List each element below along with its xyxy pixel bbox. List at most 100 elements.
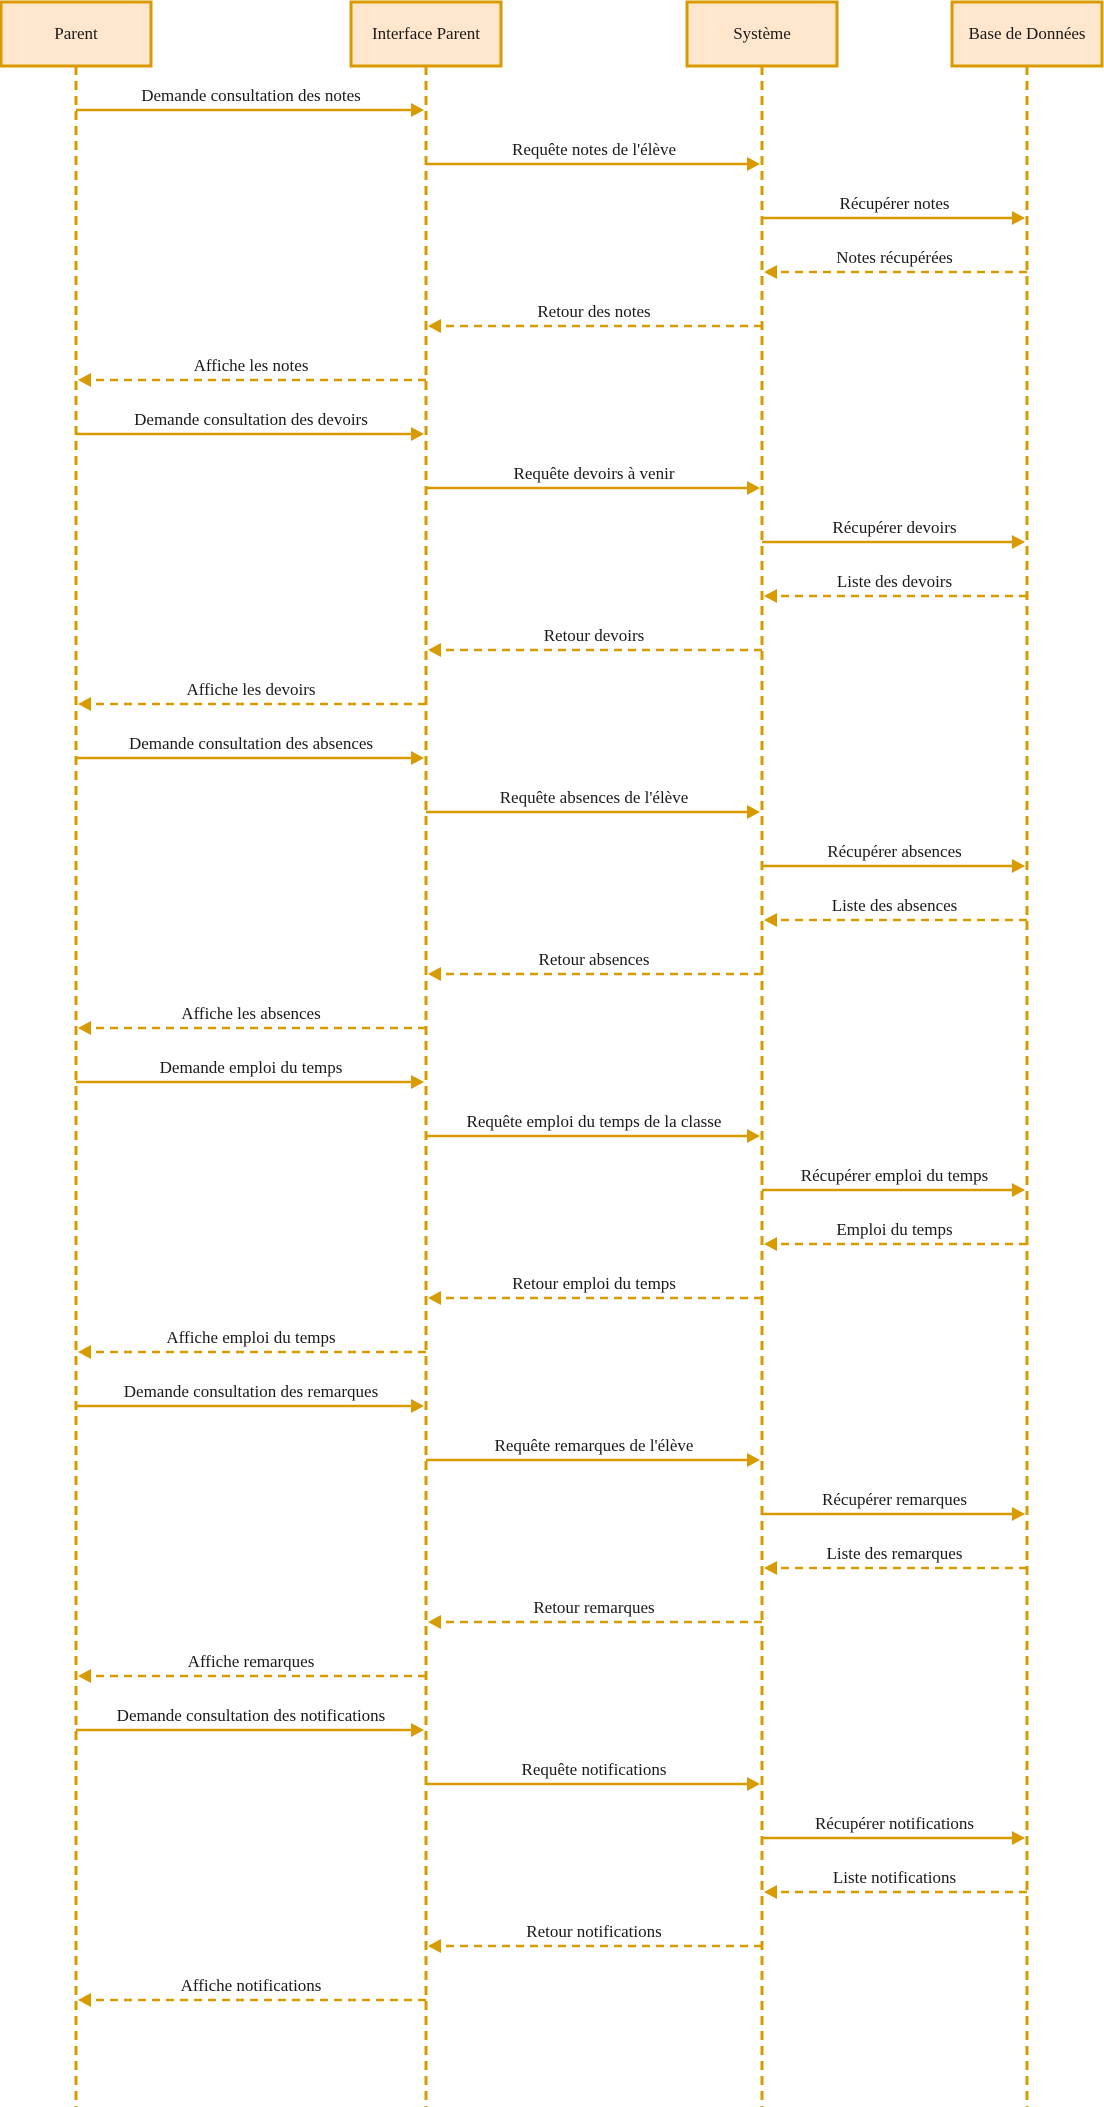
participant-bdd-label: Base de Données [968,24,1085,43]
message-4: Notes récupérées [764,248,1027,279]
message-21: Récupérer emploi du temps [762,1166,1025,1197]
message-label: Affiche les devoirs [186,680,315,699]
message-22: Emploi du temps [764,1220,1027,1251]
message-label: Récupérer remarques [822,1490,967,1509]
message-label: Demande consultation des notifications [117,1706,386,1725]
message-label: Récupérer devoirs [832,518,956,537]
arrowhead-icon [764,1561,777,1575]
message-28: Liste des remarques [764,1544,1027,1575]
message-24: Affiche emploi du temps [78,1328,426,1359]
message-label: Emploi du temps [836,1220,952,1239]
arrowhead-icon [764,1237,777,1251]
message-31: Demande consultation des notifications [76,1706,424,1737]
arrowhead-icon [764,1885,777,1899]
message-8: Requête devoirs à venir [426,464,760,495]
arrowhead-icon [428,1939,441,1953]
message-34: Liste notifications [764,1868,1027,1899]
arrowhead-icon [764,913,777,927]
message-label: Affiche les notes [194,356,309,375]
message-label: Demande emploi du temps [160,1058,343,1077]
message-label: Requête absences de l'élève [500,788,689,807]
message-label: Requête emploi du temps de la classe [467,1112,722,1131]
arrowhead-icon [411,103,424,117]
message-label: Liste des remarques [827,1544,963,1563]
participant-interface-label: Interface Parent [372,24,480,43]
message-7: Demande consultation des devoirs [76,410,424,441]
arrowhead-icon [747,805,760,819]
message-35: Retour notifications [428,1922,762,1953]
message-label: Affiche les absences [181,1004,320,1023]
lifeline-systeme: Système [685,0,839,2107]
message-2: Requête notes de l'élève [426,140,760,171]
arrowhead-icon [747,1777,760,1791]
message-label: Requête notes de l'élève [512,140,676,159]
message-10: Liste des devoirs [764,572,1027,603]
message-3: Récupérer notes [762,194,1025,225]
message-label: Liste des devoirs [837,572,952,591]
arrowhead-icon [411,427,424,441]
message-label: Retour des notes [537,302,650,321]
arrowhead-icon [428,1615,441,1629]
arrowhead-icon [411,751,424,765]
message-5: Retour des notes [428,302,762,333]
arrowhead-icon [764,265,777,279]
message-12: Affiche les devoirs [78,680,426,711]
arrowhead-icon [747,157,760,171]
participant-systeme-box[interactable] [685,0,839,68]
message-29: Retour remarques [428,1598,762,1629]
message-1: Demande consultation des notes [76,86,424,117]
message-36: Affiche notifications [78,1976,426,2007]
message-17: Retour absences [428,950,762,981]
arrowhead-icon [747,1453,760,1467]
participant-parent-box[interactable] [0,0,153,68]
message-label: Demande consultation des absences [129,734,373,753]
message-label: Liste notifications [833,1868,956,1887]
arrowhead-icon [428,643,441,657]
message-26: Requête remarques de l'élève [426,1436,760,1467]
message-9: Récupérer devoirs [762,518,1025,549]
message-19: Demande emploi du temps [76,1058,424,1089]
message-32: Requête notifications [426,1760,760,1791]
arrowhead-icon [78,1669,91,1683]
arrowhead-icon [1012,1507,1025,1521]
message-23: Retour emploi du temps [428,1274,762,1305]
message-18: Affiche les absences [78,1004,426,1035]
message-label: Requête devoirs à venir [514,464,675,483]
message-label: Retour remarques [533,1598,654,1617]
message-label: Liste des absences [832,896,958,915]
message-33: Récupérer notifications [762,1814,1025,1845]
arrowhead-icon [1012,1831,1025,1845]
arrowhead-icon [747,481,760,495]
message-label: Récupérer emploi du temps [801,1166,988,1185]
message-20: Requête emploi du temps de la classe [426,1112,760,1143]
arrowhead-icon [747,1129,760,1143]
message-label: Retour devoirs [544,626,645,645]
arrowhead-icon [411,1075,424,1089]
message-6: Affiche les notes [78,356,426,387]
message-15: Récupérer absences [762,842,1025,873]
participant-parent-label: Parent [54,24,98,43]
message-25: Demande consultation des remarques [76,1382,424,1413]
message-13: Demande consultation des absences [76,734,424,765]
arrowhead-icon [1012,535,1025,549]
message-label: Retour absences [539,950,650,969]
message-label: Notes récupérées [836,248,953,267]
participant-interface-box[interactable] [349,0,503,68]
arrowhead-icon [78,1021,91,1035]
arrowhead-icon [1012,211,1025,225]
participant-bdd-box[interactable] [950,0,1104,68]
arrowhead-icon [428,319,441,333]
arrowhead-icon [78,1993,91,2007]
message-27: Récupérer remarques [762,1490,1025,1521]
message-label: Affiche emploi du temps [166,1328,335,1347]
message-30: Affiche remarques [78,1652,426,1683]
message-label: Récupérer notes [840,194,950,213]
message-label: Récupérer absences [827,842,962,861]
arrowhead-icon [411,1399,424,1413]
message-16: Liste des absences [764,896,1027,927]
arrowhead-icon [1012,1183,1025,1197]
arrowhead-icon [78,1345,91,1359]
